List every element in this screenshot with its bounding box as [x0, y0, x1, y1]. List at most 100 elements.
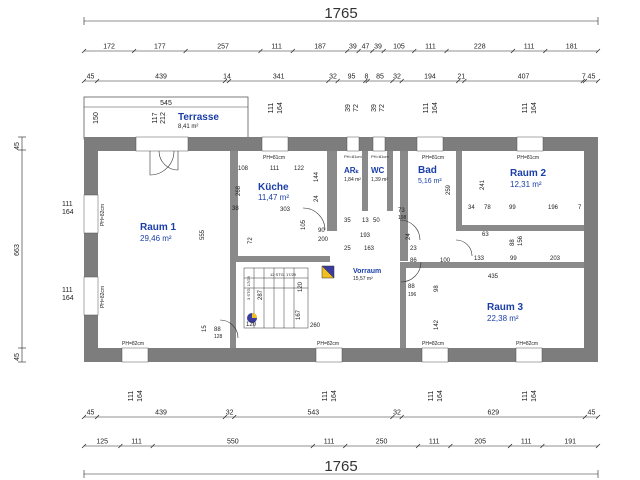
dim-k268: 268	[236, 185, 242, 196]
ar-name: ARₖ	[344, 166, 360, 175]
ph-label-ar: PH=81cm	[344, 154, 362, 159]
interior-dims: 108 111 122 268 303 38 72 144 24 105 90 …	[200, 166, 582, 340]
interior-walls	[230, 151, 584, 348]
dim-value: 32	[393, 410, 401, 417]
win-dim-111-b1: 111	[128, 391, 135, 402]
dim-88c: 88	[214, 327, 221, 333]
ph-label-bottom-3: PH=82cm	[422, 341, 444, 347]
hall-area: 15,57 m²	[353, 276, 373, 282]
dim-tick	[444, 48, 449, 54]
ph-label-bath: PH=81cm	[422, 155, 444, 161]
dim-50: 50	[373, 218, 380, 224]
stair-label-1: 12 STG. 17/29	[270, 272, 297, 277]
win-dim-39-a: 39	[345, 104, 352, 112]
dim-value: 111	[521, 439, 532, 446]
dim-value: 45	[87, 410, 95, 417]
dim-value: 550	[227, 439, 239, 446]
terrace-dim-212: 212	[160, 112, 167, 124]
dim-tick	[462, 78, 467, 84]
dim-value: 39	[349, 44, 357, 51]
ph-label-kitchen: PH=81cm	[263, 155, 285, 161]
dim-tick	[582, 414, 588, 420]
dim-tick	[411, 48, 417, 54]
dim-tick	[131, 48, 137, 54]
dim-value: 125	[96, 439, 108, 446]
win-dim-111-b2: 111	[322, 391, 329, 402]
dim-value: 14	[223, 74, 231, 81]
dim-tick	[595, 78, 601, 84]
dim-tick	[363, 78, 368, 84]
ph-label-bottom-1: PH=82cm	[122, 341, 144, 347]
terrace-dim-545: 545	[160, 100, 172, 107]
dim-tick	[455, 78, 461, 84]
dim-tick	[540, 443, 545, 449]
dim-value: 7	[582, 74, 586, 81]
dim-98: 98	[434, 285, 440, 292]
win-dim-164-a: 164	[277, 102, 284, 114]
room1-area: 29,46 m²	[140, 234, 172, 243]
dim-tick	[580, 78, 586, 84]
dim-196b: 196	[408, 292, 417, 298]
dim-23: 23	[410, 246, 417, 252]
dim-198: 198	[398, 215, 407, 221]
dim-tick	[94, 78, 100, 84]
win-dim-111-l1: 111	[62, 201, 73, 208]
dim-tick	[345, 48, 350, 54]
dim-value: 439	[155, 74, 167, 81]
dim-tick	[150, 443, 155, 449]
dim-value: 45	[588, 410, 596, 417]
win-dim-164-b: 164	[432, 102, 439, 114]
ph-label-room2: PH=81cm	[517, 155, 539, 161]
dim-260: 260	[310, 323, 321, 329]
dim-value: 177	[154, 44, 166, 51]
dim-value: 543	[307, 410, 319, 417]
dim-value: 32	[329, 74, 337, 81]
dim-tick	[81, 443, 87, 449]
windows	[83, 136, 544, 363]
dim-73: 73	[398, 208, 405, 214]
left-dim-total: 663	[14, 244, 21, 256]
dim-88: 88	[510, 239, 516, 246]
dim-13: 13	[362, 218, 369, 224]
dim-tick	[510, 48, 516, 54]
dim-value: 45	[87, 74, 95, 81]
dim-tick	[342, 443, 348, 449]
win-dim-111-c: 111	[522, 103, 529, 114]
dim-tick	[310, 443, 316, 449]
terrace-dim-150: 150	[93, 112, 100, 124]
window-dims: 111 164 39 72 39 72 111 164 111 164 111 …	[62, 102, 538, 402]
win-dim-111-a: 111	[268, 103, 275, 114]
dim-value: 95	[348, 74, 356, 81]
dim-120b: 120	[246, 322, 257, 328]
left-dim-bottom: 45	[14, 353, 21, 361]
kitchen-area: 11,47 m²	[258, 193, 289, 202]
dim-value: 8	[365, 74, 369, 81]
room2-name: Raum 2	[510, 168, 547, 179]
dim-34: 34	[468, 205, 475, 211]
dim-value: 32	[226, 410, 234, 417]
dim-tick	[595, 443, 601, 449]
dim-203: 203	[550, 256, 561, 262]
win-dim-72-a: 72	[353, 104, 360, 112]
staircase	[243, 265, 335, 329]
dim-35: 35	[344, 218, 351, 224]
dim-value: 32	[393, 74, 401, 81]
room3-name: Raum 3	[487, 302, 524, 313]
win-dim-111-l2: 111	[62, 287, 73, 294]
dim-99b: 99	[509, 205, 516, 211]
dim-value: 21	[457, 74, 465, 81]
dim-value: 111	[131, 439, 142, 446]
terrace: 545 150 117 212 Terrasse 8,41 m²	[83, 96, 249, 140]
left-dim-top: 45	[14, 142, 21, 150]
kitchen-name: Küche	[258, 182, 289, 193]
dim-value: 111	[425, 44, 436, 51]
dim-15: 15	[202, 325, 208, 332]
dim-value: 172	[103, 44, 115, 51]
dim-value: 47	[362, 44, 370, 51]
wc-name: WC	[371, 166, 385, 175]
dim-k108: 108	[238, 166, 249, 172]
left-vertical-dimension: 45 663 45	[14, 136, 26, 363]
dim-tick	[370, 48, 375, 54]
